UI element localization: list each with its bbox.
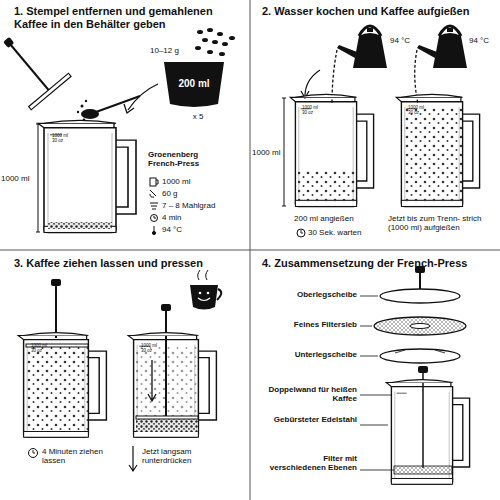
temperature-label: 94 °C [390, 36, 422, 45]
temperature-label: 94 °C [469, 36, 499, 45]
volume-label: 1000 ml [1, 174, 35, 183]
part-label: Unterlegscheibe [262, 350, 357, 359]
part-label: Gebürsteter Edelstahl [267, 415, 357, 424]
scale-mark: 1000 ml [141, 343, 181, 348]
step-heading: 4. Zusammensetzung der French-Press [262, 257, 498, 270]
instruction-text: Jetzt bis zum Trenn- strich (1000 ml) au… [388, 214, 498, 232]
instruction-text: 30 Sek. warten [308, 228, 388, 237]
spec-text: 60 g [162, 189, 242, 198]
step-heading: 2. Wasser kochen und Kaffee aufgießen [262, 5, 498, 18]
scale-mark: 30 oz [302, 110, 342, 115]
instruction-text: 4 Minuten ziehen lassen [42, 447, 104, 465]
part-label: Oberlegscheibe [262, 290, 357, 299]
scale-mark: 30 oz [141, 348, 181, 353]
dose-label: 10–12 g [150, 46, 196, 55]
spec-text: 4 min [162, 213, 242, 222]
volume-label: 1000 ml [252, 148, 282, 157]
scale-mark: 30 oz [31, 348, 71, 353]
step-heading: 1. Stempel entfernen und gemahlenen Kaff… [14, 5, 242, 30]
step-heading: 3. Kaffee ziehen lassen und pressen [14, 257, 242, 270]
instruction-text: Jetzt langsam runterdrücken [142, 447, 222, 465]
scale-mark: 1000 ml [52, 133, 92, 138]
spec-text: 1000 ml [162, 177, 242, 186]
instruction-text: 200 ml angießen [294, 214, 384, 223]
part-label: Doppelwand für heißen Kaffee [267, 385, 357, 403]
spec-text: 94 °C [162, 225, 242, 234]
scale-mark: 1000 ml [408, 105, 448, 110]
coffee-cup: 200 ml [164, 62, 224, 108]
part-label: Filter mit verschiedenen Ebenen [267, 454, 357, 472]
scale-mark: 30 oz [408, 110, 448, 115]
part-label: Feines Filtersieb [262, 320, 357, 329]
product-name: Groenenberg French-Press [148, 150, 210, 168]
cup-label: 200 ml [164, 78, 224, 89]
quantity-label: x 5 [178, 112, 218, 121]
scale-mark: 1000 ml [302, 105, 342, 110]
spec-text: 7 – 8 Mahlgrad [162, 201, 242, 210]
scale-mark: 30 oz [52, 138, 92, 143]
scale-mark: 1000 ml [31, 343, 71, 348]
